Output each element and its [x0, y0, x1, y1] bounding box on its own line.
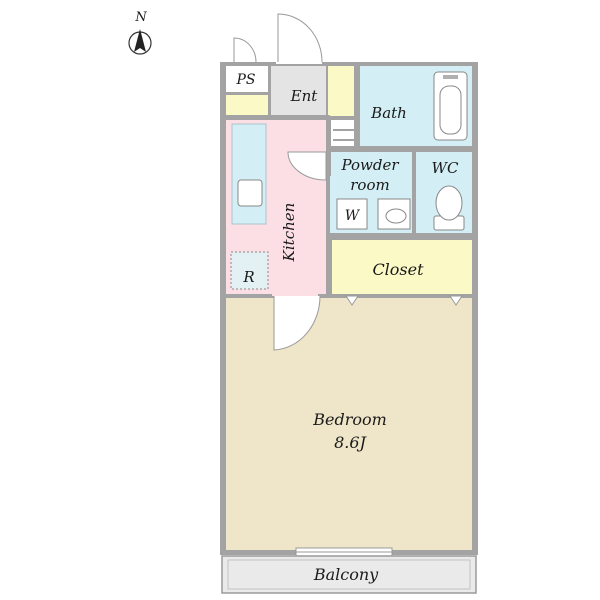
bath-label: Bath [370, 104, 407, 122]
closet-label: Closet [372, 260, 424, 279]
balcony-label: Balcony [313, 565, 379, 584]
entrance-door [276, 13, 323, 64]
entrance-label: Ent [290, 87, 319, 105]
powder-room-label-line2: room [350, 176, 389, 194]
hall-steps [330, 120, 356, 150]
bathtub-icon [433, 71, 468, 141]
bedroom-door [273, 295, 321, 351]
wc-label: WC [432, 159, 459, 177]
closet-door-markers [345, 295, 463, 306]
north-arrow-icon [134, 29, 146, 52]
washer-label: W [345, 208, 361, 224]
bedroom-room [226, 298, 472, 550]
kitchen-door [287, 151, 327, 181]
entrance-area [270, 66, 326, 116]
interior-walls [226, 62, 478, 298]
compass: N [128, 10, 152, 55]
closet-room [332, 240, 472, 294]
ps-label: PS [235, 72, 255, 88]
ps-room [226, 66, 268, 92]
washbasin-icon [377, 198, 411, 230]
toilet-icon [433, 185, 465, 231]
refrigerator-label: R [242, 268, 254, 286]
ps-door [233, 37, 257, 63]
refrigerator-space [230, 251, 269, 290]
powder-room-label-line1: Powder [340, 156, 399, 174]
compass-north-label: N [134, 10, 147, 25]
bedroom-label: Bedroom [312, 410, 387, 429]
kitchen-counter [231, 123, 267, 225]
bedroom-size-label: 8.6J [334, 433, 367, 452]
kitchen-label: Kitchen [280, 203, 298, 263]
hall-steps-lines [333, 129, 356, 141]
bedroom-window [295, 547, 393, 557]
washing-machine-space [336, 198, 368, 230]
balcony-inner-rail [227, 559, 471, 590]
ps-yellow-strip [226, 95, 268, 115]
entrance-shoe-cabinet [328, 66, 354, 116]
balcony-area [221, 555, 477, 594]
